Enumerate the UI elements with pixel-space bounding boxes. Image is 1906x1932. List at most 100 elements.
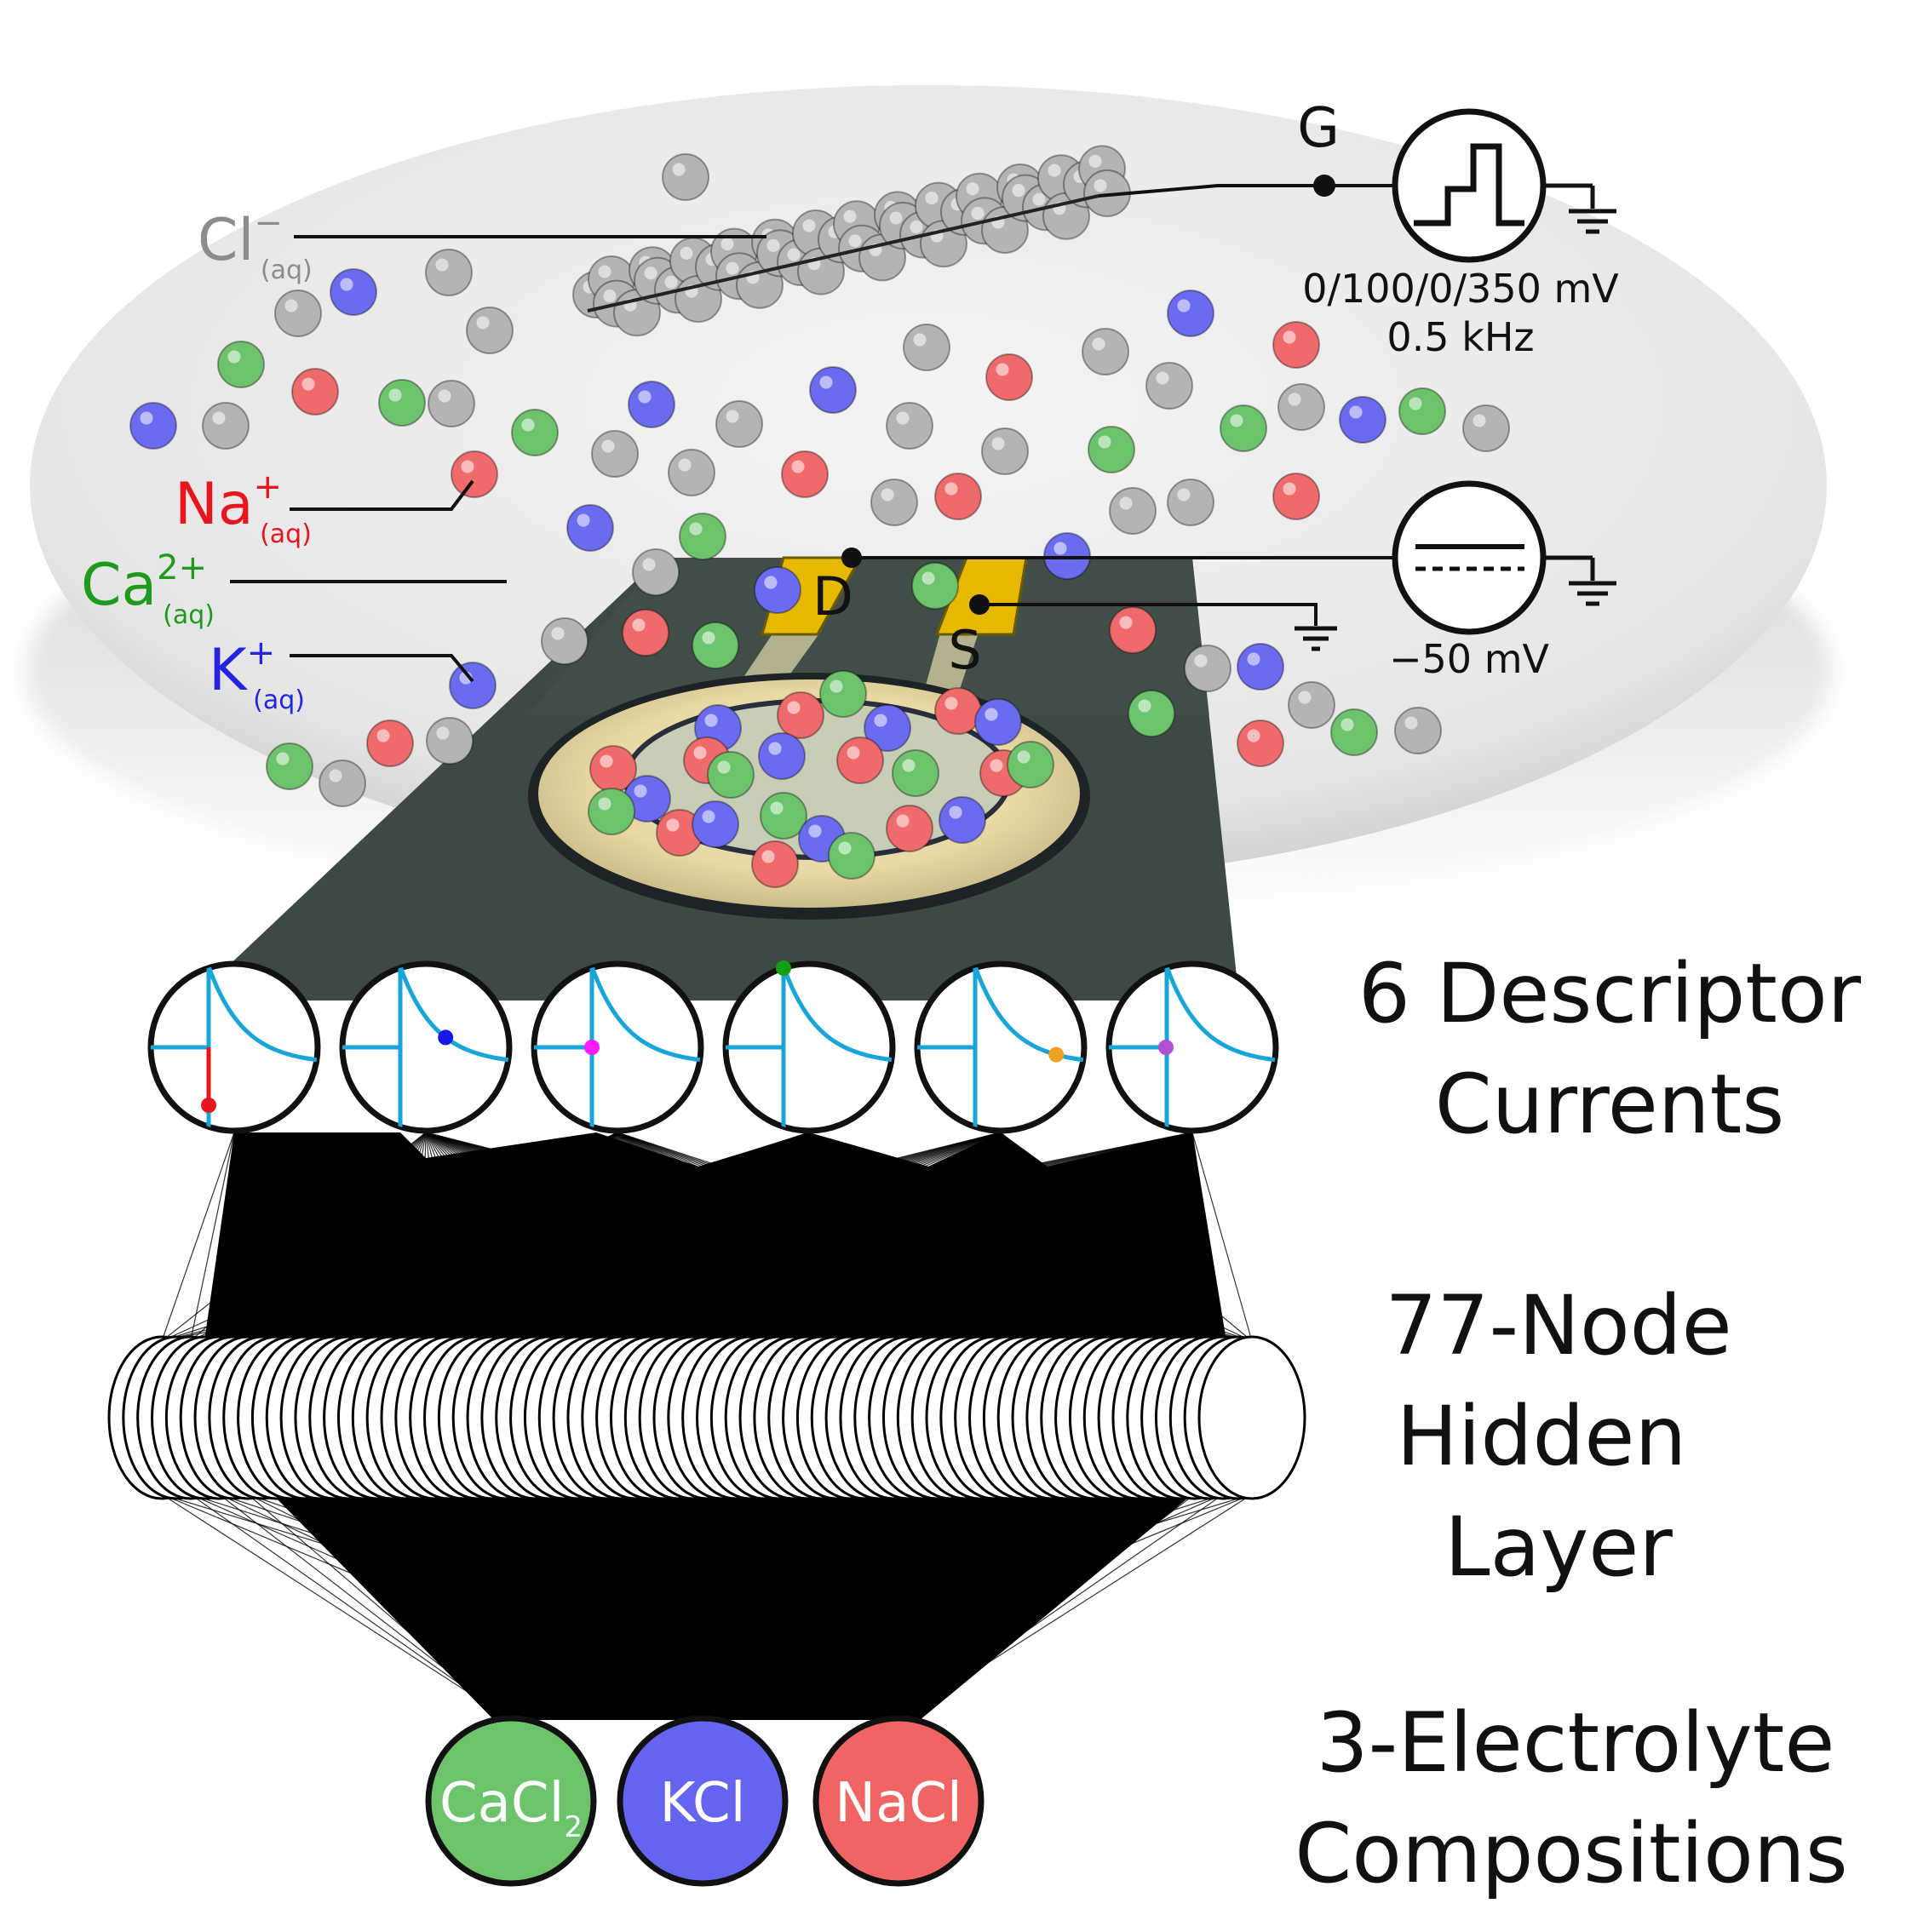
ion-ball bbox=[819, 670, 867, 718]
ground-icon bbox=[1569, 558, 1616, 606]
ion-ball bbox=[623, 775, 671, 823]
gate-label: G bbox=[1297, 97, 1340, 160]
ion-ball bbox=[864, 704, 911, 752]
ion-ball bbox=[632, 548, 680, 596]
ion-ball bbox=[886, 805, 933, 852]
ion-ball bbox=[319, 760, 366, 807]
ion-label-potassium: K+(aq) bbox=[209, 633, 305, 715]
gate-source: G 0/100/0/350 mV 0.5 kHz bbox=[1297, 97, 1619, 360]
ion-ball bbox=[828, 832, 875, 880]
pulse-source-icon bbox=[1392, 108, 1547, 263]
descriptor-current-6 bbox=[1105, 960, 1279, 1134]
drain-source-bias: D S −50 mV bbox=[812, 480, 1616, 682]
ion-ball bbox=[974, 698, 1022, 746]
ion-phase: (aq) bbox=[253, 685, 305, 715]
gate-wire bbox=[587, 175, 1397, 312]
ion-ball bbox=[1184, 645, 1231, 692]
ion-ball bbox=[1237, 643, 1284, 691]
descriptor-current-4 bbox=[722, 960, 896, 1134]
ion-ball bbox=[622, 609, 669, 656]
ion-ball bbox=[1082, 328, 1129, 376]
output-node-nacl: NaCl bbox=[812, 1715, 985, 1887]
ion-symbol: Na bbox=[175, 471, 254, 538]
ion-ball bbox=[751, 840, 799, 888]
output-label: NaCl bbox=[835, 1772, 962, 1835]
label-hidden-line2: Hidden bbox=[1397, 1389, 1687, 1484]
ion-ball bbox=[758, 732, 806, 780]
ion-ball bbox=[934, 687, 982, 735]
ion-ball bbox=[1272, 473, 1320, 520]
label-potassium: K+(aq) bbox=[209, 633, 474, 715]
ion-ball bbox=[754, 566, 801, 614]
ion-ball bbox=[366, 719, 414, 767]
ion-ball bbox=[1330, 708, 1378, 756]
ion-ball bbox=[715, 400, 763, 448]
ion-ball bbox=[589, 745, 637, 793]
label-descriptor-line2: Currents bbox=[1435, 1057, 1785, 1152]
section-labels: 6 Descriptor Currents 77-Node Hidden Lay… bbox=[1295, 946, 1861, 1901]
ion-ball bbox=[1220, 404, 1267, 452]
ion-ball bbox=[1394, 707, 1442, 754]
ion-ball bbox=[981, 427, 1029, 475]
label-outputs-line2: Compositions bbox=[1295, 1806, 1848, 1901]
ion-ball bbox=[566, 504, 614, 552]
ion-ball bbox=[428, 380, 475, 427]
output-label: CaCl2 bbox=[439, 1772, 583, 1844]
ion-charge: + bbox=[247, 633, 276, 673]
descriptor-current-3 bbox=[531, 960, 704, 1134]
ground-icon bbox=[1295, 626, 1337, 651]
ion-ball bbox=[449, 662, 497, 709]
ion-ball bbox=[330, 268, 377, 316]
descriptor-marker bbox=[438, 1029, 454, 1046]
ion-ball bbox=[1109, 606, 1157, 654]
ion-ball bbox=[777, 691, 824, 739]
output-node-kcl: KCl bbox=[617, 1715, 789, 1887]
ion-ball bbox=[1272, 321, 1320, 369]
ion-ball bbox=[1145, 362, 1193, 410]
ion-ball bbox=[662, 153, 709, 201]
ion-phase: (aq) bbox=[261, 255, 313, 285]
ion-ball bbox=[934, 473, 982, 520]
descriptor-marker bbox=[584, 1040, 600, 1055]
ion-ball bbox=[425, 249, 473, 296]
drain-label: D bbox=[812, 565, 853, 628]
ion-ball bbox=[985, 353, 1033, 401]
ion-ball bbox=[1462, 404, 1510, 452]
descriptor-marker bbox=[776, 960, 791, 976]
ion-ball bbox=[1128, 690, 1175, 737]
ion-ball bbox=[1007, 741, 1054, 788]
gate-frequency: 0.5 kHz bbox=[1386, 314, 1534, 360]
ion-ball bbox=[707, 751, 755, 799]
ion-particles bbox=[129, 145, 1510, 888]
ion-label-chloride: Cl−(aq) bbox=[198, 204, 313, 285]
ion-ball bbox=[886, 402, 933, 450]
ion-ball bbox=[870, 479, 918, 526]
ion-ball bbox=[426, 717, 474, 765]
hidden-node bbox=[1197, 1335, 1306, 1500]
ground-icon bbox=[1569, 186, 1616, 234]
ion-ball bbox=[466, 307, 514, 354]
descriptor-marker bbox=[201, 1098, 216, 1113]
label-descriptor-line1: 6 Descriptor bbox=[1358, 946, 1862, 1041]
ion-ball bbox=[903, 324, 950, 371]
label-sodium: Na+(aq) bbox=[175, 467, 474, 549]
ion-ball bbox=[892, 749, 939, 797]
ion-ball bbox=[451, 450, 498, 498]
descriptor-current-1 bbox=[147, 960, 321, 1134]
network-connections bbox=[161, 1132, 1253, 1721]
ion-ball bbox=[591, 430, 639, 478]
ion-charge: + bbox=[254, 467, 283, 507]
dc-source-icon bbox=[1392, 480, 1547, 635]
ion-ball bbox=[511, 409, 559, 456]
ion-ball bbox=[274, 290, 322, 337]
ion-charge: 2+ bbox=[157, 548, 207, 588]
label-calcium: Ca2+(aq) bbox=[81, 548, 507, 630]
ion-ball bbox=[1237, 719, 1284, 767]
ion-ball bbox=[129, 402, 177, 450]
ion-charge: − bbox=[254, 204, 283, 243]
ion-ball bbox=[1109, 487, 1157, 535]
output-nodes: CaCl2 KCl NaCl bbox=[425, 1715, 985, 1887]
ion-ball bbox=[1167, 290, 1214, 337]
ion-label-calcium: Ca2+(aq) bbox=[81, 548, 215, 630]
